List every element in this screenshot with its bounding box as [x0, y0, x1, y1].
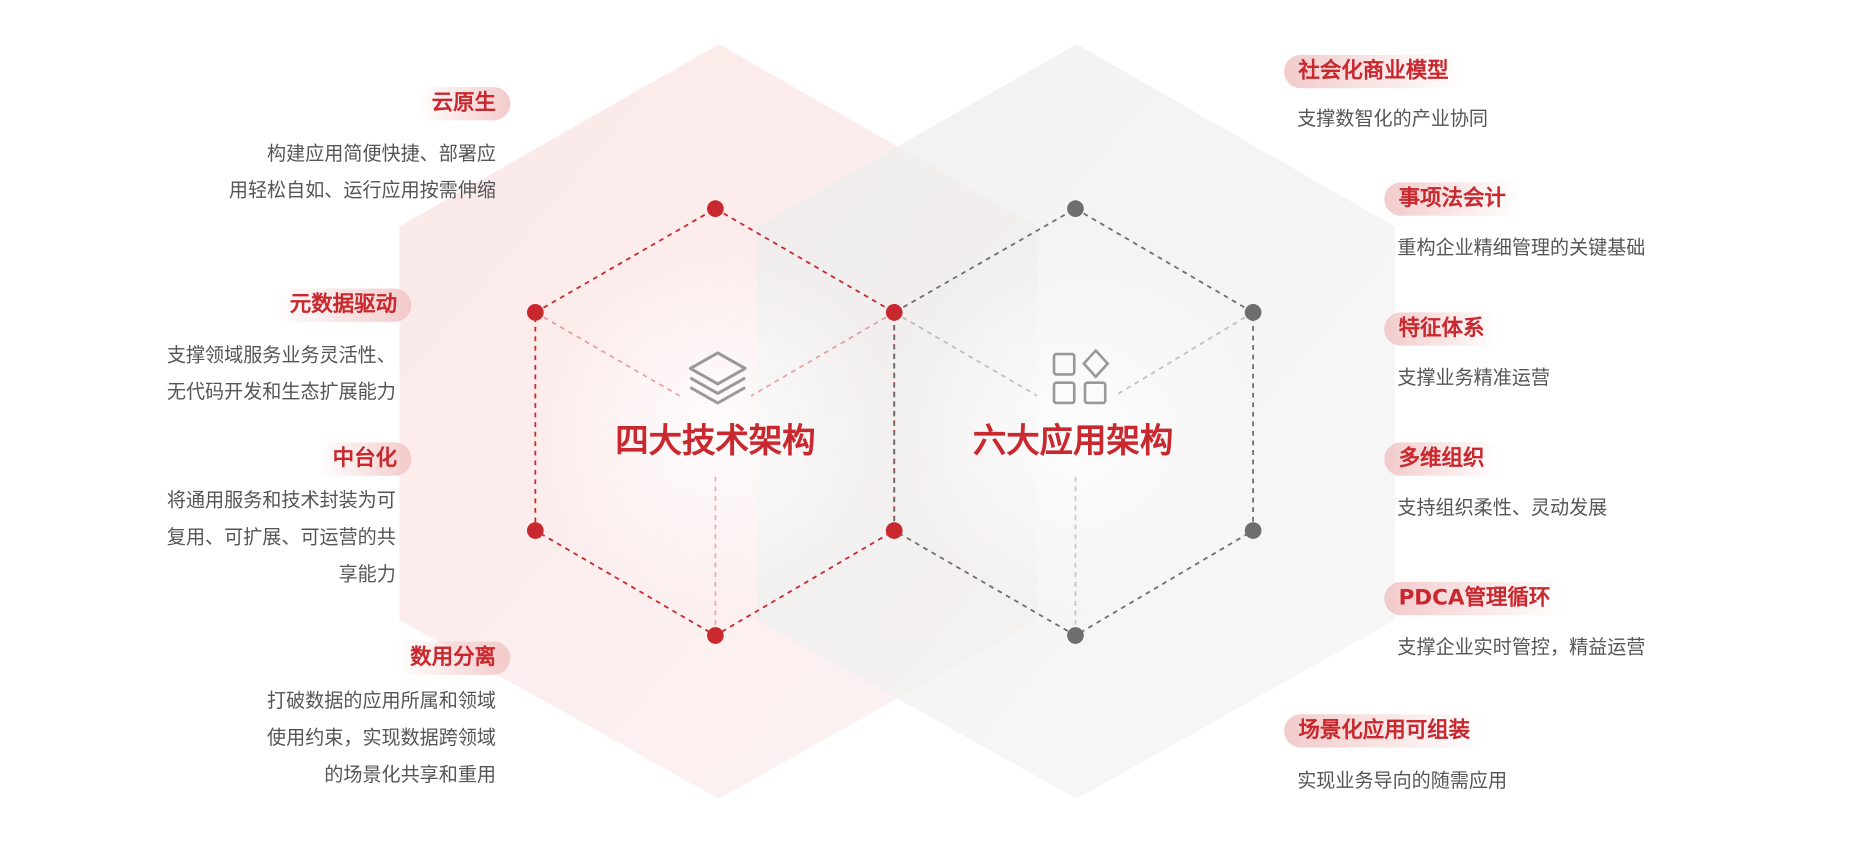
desc-line: 享能力 [338, 562, 396, 586]
app-grid-icon [1052, 348, 1110, 405]
left-center-title: 四大技术架构 [615, 420, 816, 461]
desc-line: 的场景化共享和重用 [324, 763, 496, 786]
left-desc-3: 打破数据的应用所属和领域使用约束，实现数据跨领域的场景化共享和重用 [267, 682, 496, 793]
left-label-1: 元数据驱动 [275, 288, 412, 322]
left-vertex-dots [526, 200, 903, 644]
desc-line: 无代码开发和生态扩展能力 [166, 380, 396, 403]
right-label-0: 社会化商业模型 [1284, 54, 1463, 89]
left-desc-1: 支撑领域服务业务灵活性、无代码开发和生态扩展能力 [167, 336, 396, 410]
right-label-4: PDCA管理循环 [1384, 581, 1565, 616]
right-desc-0: 支撑数智化的产业协同 [1297, 107, 1489, 130]
right-label-3: 多维组织 [1384, 442, 1499, 476]
right-desc-1: 重构企业精细管理的关键基础 [1397, 236, 1646, 259]
left-label-2: 中台化 [318, 442, 412, 476]
desc-line: 打破数据的应用所属和领域 [267, 689, 496, 712]
left-desc-2: 将通用服务和技术封装为可复用、可扩展、可运营的共享能力 [167, 482, 396, 593]
right-label-2: 特征体系 [1384, 312, 1499, 346]
left-desc-0: 构建应用简便快捷、部署应用轻松自如、运行应用按需伸缩 [229, 135, 496, 209]
right-desc-3: 支持组织柔性、灵动发展 [1397, 495, 1608, 519]
desc-line: 构建应用简便快捷、部署应 [267, 141, 496, 165]
layers-icon [688, 351, 747, 405]
right-glow [896, 250, 1255, 609]
left-label-0: 云原生 [417, 87, 511, 121]
desc-line: 使用约束，实现数据跨领域 [267, 726, 496, 749]
right-label-5: 场景化应用可组装 [1284, 714, 1485, 748]
desc-line: 复用、可扩展、可运营的共 [166, 525, 396, 549]
desc-line: 用轻松自如、运行应用按需伸缩 [228, 178, 496, 202]
left-glow [536, 250, 895, 609]
right-desc-4: 支撑企业实时管控，精益运营 [1397, 635, 1646, 659]
right-label-1: 事项法会计 [1384, 182, 1521, 216]
right-desc-5: 实现业务导向的随需应用 [1297, 769, 1508, 792]
right-vertex-dots [1067, 200, 1262, 644]
desc-line: 支撑领域服务业务灵活性、 [166, 343, 396, 367]
right-desc-2: 支撑业务精准运营 [1397, 366, 1551, 389]
left-label-3: 数用分离 [395, 641, 511, 675]
right-center-title: 六大应用架构 [972, 420, 1174, 461]
desc-line: 将通用服务和技术封装为可 [166, 488, 396, 512]
